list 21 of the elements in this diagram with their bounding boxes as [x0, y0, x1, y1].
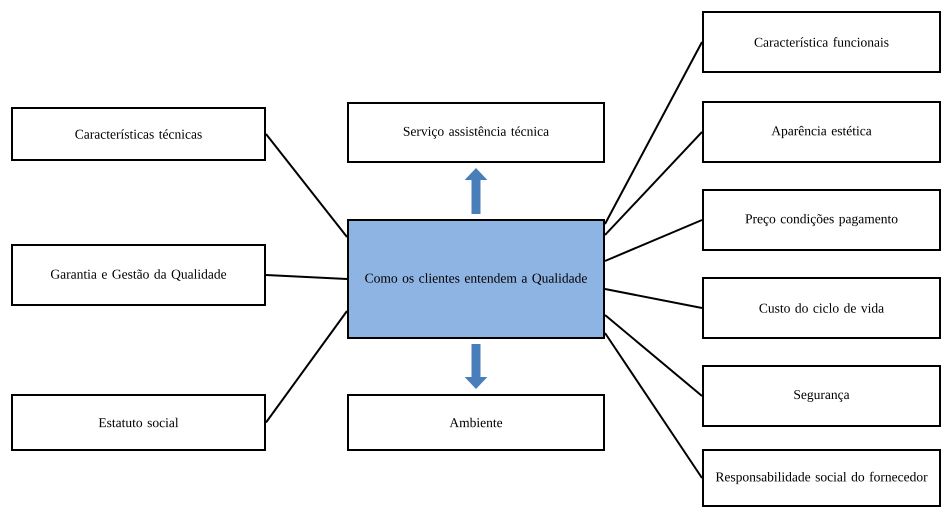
category-box: Ambiente — [347, 394, 605, 451]
central-box: Como os clientes entendem a Qualidade — [347, 219, 605, 339]
connector-line — [604, 131, 703, 236]
category-box: Responsabilidade social do fornecedor — [702, 449, 941, 507]
connector-line — [604, 42, 703, 224]
category-box: Preço condições pagamento — [702, 189, 941, 251]
connector-line — [604, 332, 703, 479]
category-box: Aparência estética — [702, 101, 941, 163]
connector-line — [265, 133, 348, 238]
connector-line — [604, 219, 702, 262]
category-box: Características técnicas — [11, 107, 266, 161]
connector-line — [604, 314, 703, 397]
category-box: Custo do ciclo de vida — [702, 277, 941, 339]
category-box: Serviço assistência técnica — [347, 102, 605, 163]
category-box: Segurança — [702, 365, 941, 427]
connector-line — [266, 274, 348, 280]
category-box: Garantia e Gestão da Qualidade — [11, 244, 266, 306]
connector-line — [604, 288, 702, 309]
connector-line — [265, 310, 348, 424]
category-box: Característica funcionais — [702, 11, 941, 73]
category-box: Estatuto social — [11, 394, 266, 451]
